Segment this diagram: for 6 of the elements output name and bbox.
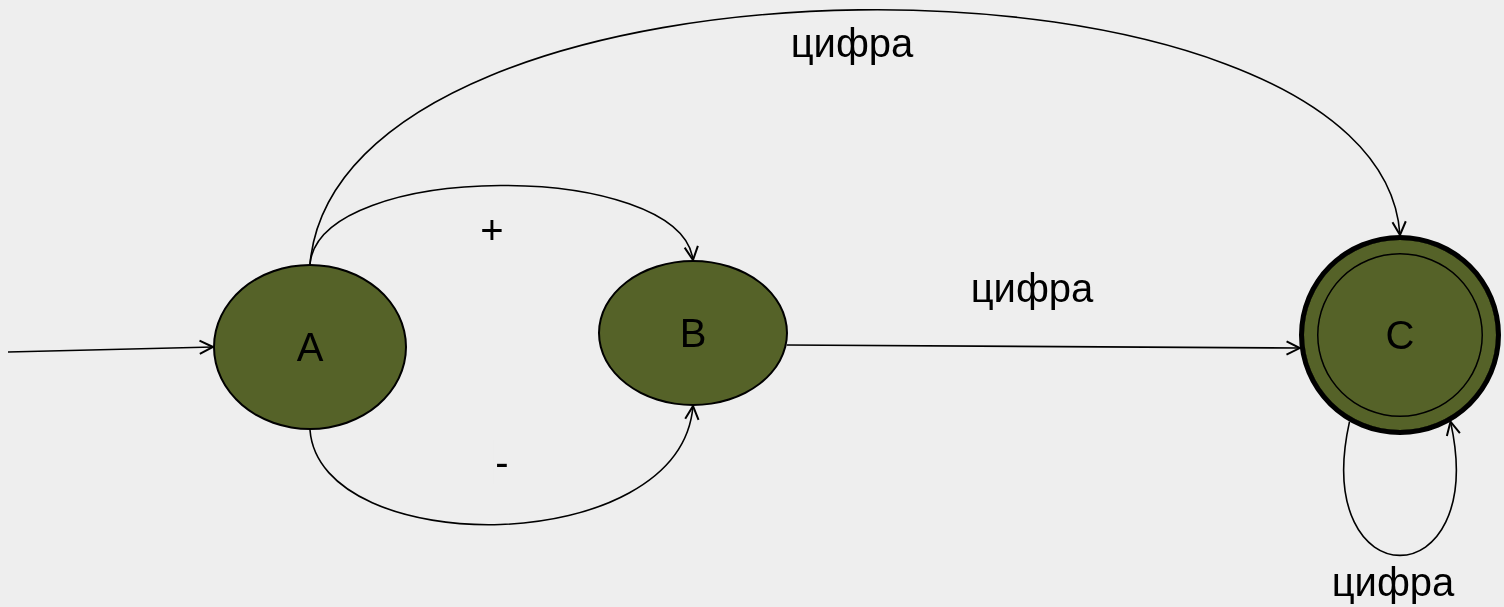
transition-arrow [309,405,697,526]
transition-arrow [7,339,214,355]
state-label: B [679,313,707,353]
transition-arrow [1343,420,1460,557]
state-label: A [296,327,324,367]
state-label: C [1385,315,1415,355]
